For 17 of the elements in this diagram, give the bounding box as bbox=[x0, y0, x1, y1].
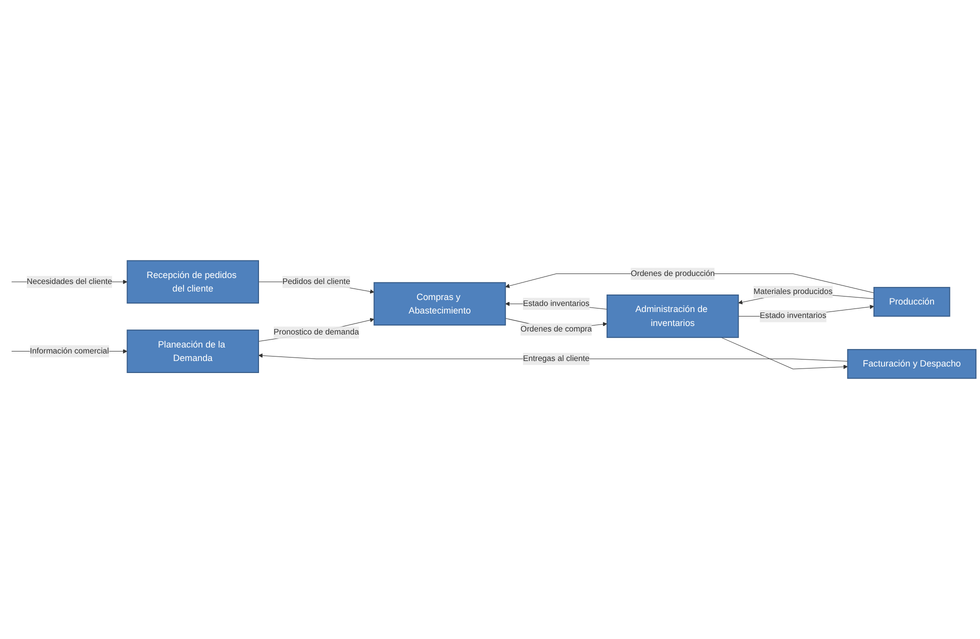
edge-label: Ordenes de compra bbox=[520, 325, 592, 334]
edge-label: Materiales producidos bbox=[753, 287, 833, 296]
edge-label: Pedidos del cliente bbox=[282, 277, 350, 286]
node-box: Facturación y Despacho bbox=[847, 349, 976, 379]
node-box: Planeación de la Demanda bbox=[126, 330, 259, 374]
edge-label: Estado inventarios bbox=[523, 299, 590, 308]
node-box: Recepción de pedidos del cliente bbox=[126, 260, 259, 304]
node-box: Compras y Abastecimiento bbox=[374, 282, 506, 326]
edge-label: Pronostico de demanda bbox=[274, 328, 359, 337]
node-box: Administración de inventarios bbox=[606, 294, 739, 338]
edge-label: Estado inventarios bbox=[760, 312, 826, 320]
node-box: Producción bbox=[873, 286, 950, 317]
edge-label: Información comercial bbox=[30, 346, 109, 356]
edge-label: Necesidades del cliente bbox=[26, 277, 112, 286]
edge-label: Entregas al cliente bbox=[523, 354, 590, 363]
edge-label: Ordenes de producción bbox=[630, 269, 715, 278]
arrow bbox=[720, 337, 848, 370]
